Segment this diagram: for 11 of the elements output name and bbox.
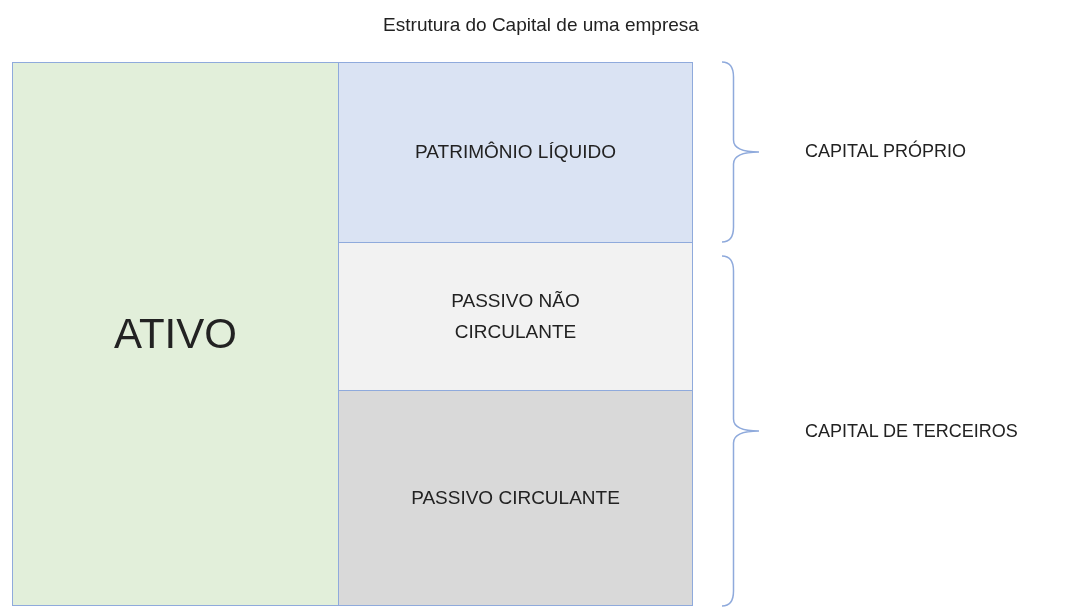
- block-label: PATRIMÔNIO LÍQUIDO: [415, 140, 616, 165]
- block-label: PASSIVO NÃO CIRCULANTE: [450, 289, 581, 344]
- balance-sheet-block: [338, 242, 693, 391]
- group-label: CAPITAL PRÓPRIO: [805, 141, 967, 162]
- block-label: ATIVO: [114, 309, 237, 360]
- balance-sheet-block: [12, 62, 339, 606]
- diagram-title: Estrutura do Capital de uma empresa: [382, 14, 700, 36]
- block-label: PASSIVO CIRCULANTE: [411, 485, 620, 510]
- group-label: CAPITAL DE TERCEIROS: [805, 421, 1018, 442]
- balance-sheet-block: [338, 390, 693, 606]
- balance-sheet-block: [338, 62, 693, 243]
